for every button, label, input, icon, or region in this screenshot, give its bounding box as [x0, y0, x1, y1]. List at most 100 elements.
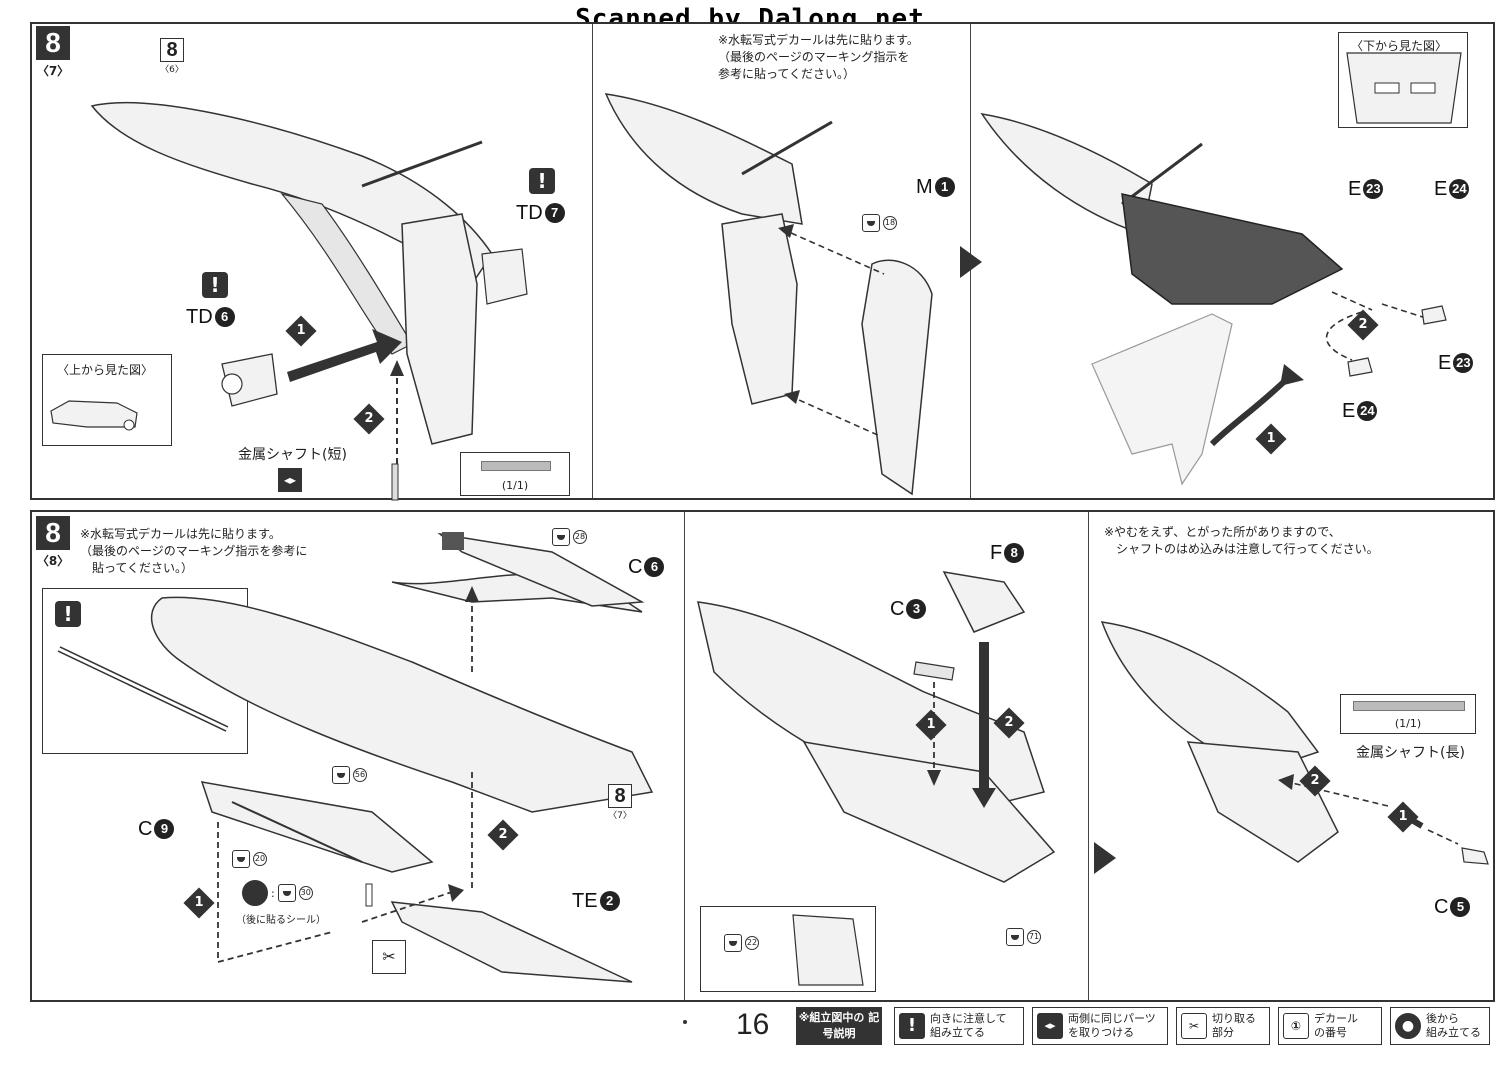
legend-text: 両側に同じパーツ を取りつける	[1068, 1012, 1156, 1039]
decal-icon	[277, 884, 296, 902]
part-number: 8	[1004, 543, 1025, 563]
shaft-scale-bar	[1353, 701, 1465, 711]
wing-assembly-illustration	[151, 532, 654, 983]
decal-number: 30	[298, 886, 313, 900]
part-number: 1	[934, 177, 955, 197]
part-number: 23	[1363, 179, 1384, 199]
part-letters: M	[916, 176, 933, 198]
panel-divider	[684, 512, 685, 1000]
both-sides-icon: ◂▸	[278, 468, 302, 492]
order-marker-1: 1	[1387, 801, 1419, 833]
reference-step-badge: 8 〈7〉	[608, 784, 632, 821]
reference-step-badge: 8 〈6〉	[160, 38, 184, 75]
part-number: 5	[1450, 897, 1471, 917]
part-number: 24	[1449, 179, 1470, 199]
part-letters: E	[1438, 352, 1452, 374]
shaft-part-illustration	[57, 646, 229, 732]
legend-text: デカール の番号	[1314, 1012, 1358, 1039]
decal-number: 56	[353, 768, 367, 782]
legend-item-decal-number: ① デカール の番号	[1278, 1007, 1382, 1045]
shaft-scale-bar	[481, 461, 551, 471]
legend-item-cut-off: ✂ 切り取る 部分	[1176, 1007, 1270, 1045]
part-letters: E	[1434, 178, 1448, 200]
legend-item-orientation: ! 向きに注意して 組み立てる	[894, 1007, 1024, 1045]
decal-icon	[332, 766, 350, 784]
decal-number: 71	[1027, 930, 1041, 944]
order-marker-2: 2	[487, 819, 519, 851]
page-number: 16	[736, 1008, 770, 1041]
part-number: 2	[599, 891, 620, 911]
decal-callout-30: : 30	[242, 880, 313, 906]
decal-icon	[552, 528, 570, 546]
step-number: 8	[36, 26, 70, 60]
part-number: 7	[544, 203, 565, 223]
order-marker-2: 2	[1299, 765, 1331, 797]
aircraft-midsection-illustration	[604, 93, 933, 496]
part-letters: C	[628, 556, 643, 578]
order-marker-1: 1	[183, 887, 215, 919]
part-number: 23	[1453, 353, 1474, 373]
part-number: 6	[644, 557, 665, 577]
metal-shaft-short-label: 金属シャフト(短)	[238, 447, 347, 463]
bottom-view-part-illustration	[1346, 52, 1462, 124]
part-number: 3	[906, 599, 927, 619]
decal-callout-22: 22	[724, 934, 759, 952]
step-number-badge: 8 〈8〉	[36, 516, 70, 569]
part-letters: C	[138, 818, 153, 840]
shaft-scale-box: (1/1)	[1340, 694, 1476, 734]
decal-note: ※水転写式デカールは先に貼ります。 （最後のページのマーキング指示を参考に 貼っ…	[80, 527, 308, 575]
part-letters: E	[1348, 178, 1362, 200]
order-marker-2: 2	[993, 707, 1025, 739]
part-number: 9	[154, 819, 175, 839]
decal-callout-28: 28	[552, 528, 587, 546]
part-letters: F	[990, 542, 1003, 564]
decal-note: ※水転写式デカールは先に貼ります。 （最後のページのマーキング指示を 参考に貼っ…	[718, 33, 919, 81]
decal-callout-20: 20	[232, 850, 267, 868]
decal-callout-56: 56	[332, 766, 367, 784]
top-view-part-illustration	[50, 400, 138, 431]
wing-fitting-illustration	[697, 571, 1056, 883]
decal-callout-71: 71	[1006, 928, 1041, 946]
orientation-caution-icon: !	[529, 168, 555, 194]
step-sub: 〈7〉	[36, 64, 70, 78]
decal-number: 28	[573, 530, 587, 544]
panel-divider	[1088, 512, 1089, 1000]
part-letters: TD	[186, 306, 213, 328]
step-number-badge: 8 〈7〉	[36, 26, 70, 79]
decal-icon	[232, 850, 250, 868]
decal-icon	[1006, 928, 1024, 946]
part-number: 24	[1357, 401, 1378, 421]
detail-inset	[700, 906, 876, 992]
order-marker-1: 1	[1255, 423, 1287, 455]
order-marker-2: 2	[353, 403, 385, 435]
reference-step-number: 8	[160, 38, 184, 62]
decal-number-icon: ①	[1283, 1013, 1309, 1039]
inset-title: 〈下から見た図〉	[1351, 39, 1448, 53]
legend-item-assemble-later: ● 後から 組み立てる	[1390, 1007, 1490, 1045]
inset-title: 〈上から見た図〉	[57, 363, 154, 377]
cut-off-icon: ✂	[372, 940, 406, 974]
part-letters: E	[1342, 400, 1356, 422]
order-marker-1: 1	[285, 315, 317, 347]
orientation-caution-icon: !	[202, 272, 228, 298]
legend-text: 切り取る 部分	[1212, 1012, 1256, 1039]
flow-arrow-icon	[1094, 842, 1116, 874]
part-letters: TD	[516, 202, 543, 224]
decal-number: 20	[253, 852, 267, 866]
flow-arrow-icon	[960, 246, 982, 278]
part-letters: TE	[572, 890, 598, 912]
top-view-inset: 〈上から見た図〉	[42, 354, 172, 446]
decal-number: 18	[883, 216, 897, 230]
decal-icon	[724, 934, 742, 952]
decal-icon	[862, 214, 880, 232]
